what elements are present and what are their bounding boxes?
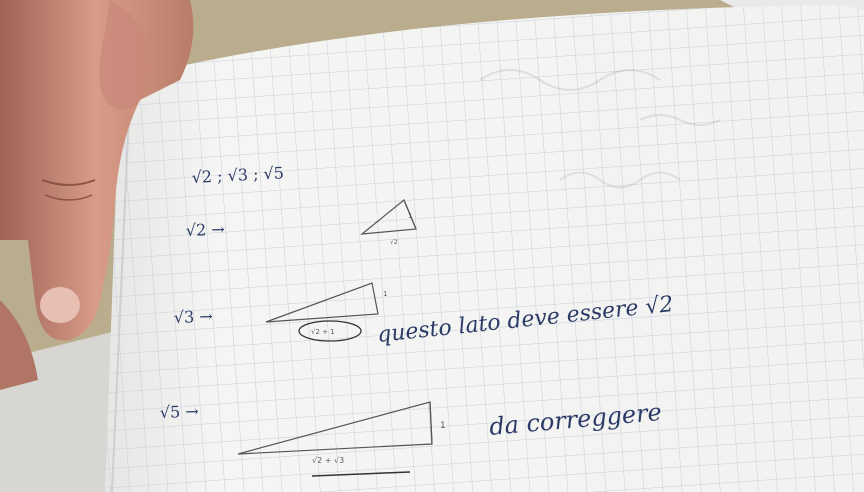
triangle-2-base: √2 + 1: [311, 328, 335, 336]
triangle-2-side: 1: [383, 290, 387, 298]
row-sqrt5-label: √5 →: [159, 402, 199, 422]
notebook-page: [105, 5, 864, 492]
hand: [0, 0, 194, 390]
roots-list: √2 ; √3 ; √5: [191, 163, 284, 187]
triangle-3: 1 √2 + √3: [237, 401, 446, 477]
circled-base: [298, 320, 362, 342]
triangle-1: 1 √2: [360, 199, 417, 246]
row-sqrt3-label: √3 →: [173, 307, 213, 327]
triangle-1-base: √2: [390, 239, 398, 246]
base-underline: [311, 471, 411, 477]
triangle-2: 1 √2 + 1: [265, 282, 387, 342]
fingernail: [40, 287, 80, 323]
triangle-3-side: 1: [440, 421, 446, 431]
triangle-1-side: 1: [408, 212, 412, 220]
triangle-3-base: √2 + √3: [312, 456, 344, 465]
row-sqrt2-label: √2 →: [185, 220, 225, 240]
